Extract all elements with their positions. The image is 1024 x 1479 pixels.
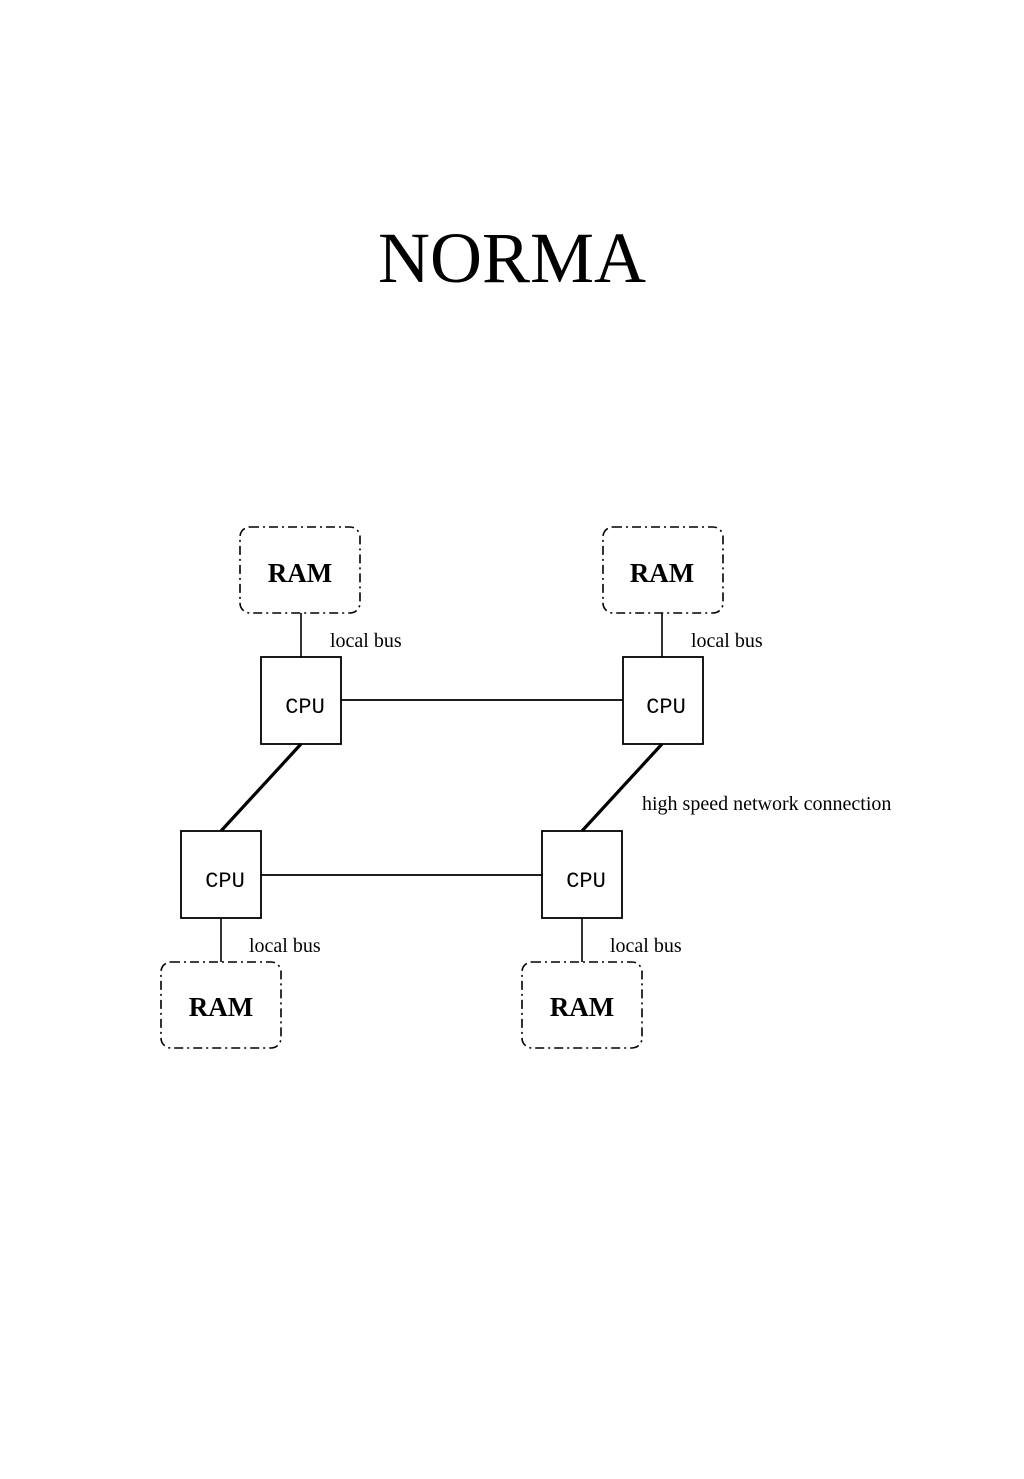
ram-box <box>521 961 643 1049</box>
node-bottom-right: CPU local bus RAM <box>521 830 682 1049</box>
ram-box <box>160 961 282 1049</box>
ram-label: RAM <box>189 992 253 1022</box>
local-bus-label: local bus <box>691 630 763 652</box>
ram-box <box>602 526 724 614</box>
cpu-label: CPU <box>285 695 325 720</box>
node-top-right: RAM local bus CPU <box>602 526 763 745</box>
ram-box <box>239 526 361 614</box>
ram-label: RAM <box>550 992 614 1022</box>
local-bus-label: local bus <box>610 935 682 957</box>
node-top-left: RAM local bus CPU <box>239 526 402 745</box>
network-link-left <box>219 742 303 833</box>
cpu-box <box>260 656 342 745</box>
ram-label: RAM <box>268 558 332 588</box>
local-bus-label: local bus <box>249 935 321 957</box>
local-bus-label: local bus <box>330 630 402 652</box>
page-title: NORMA <box>377 218 647 298</box>
network-connection-label: high speed network connection <box>642 793 891 815</box>
cpu-label: CPU <box>566 869 606 894</box>
node-bottom-left: CPU local bus RAM <box>160 830 321 1049</box>
ram-label: RAM <box>630 558 694 588</box>
cpu-box <box>180 830 262 919</box>
cpu-label: CPU <box>205 869 245 894</box>
network-link-right <box>580 742 664 833</box>
cpu-label: CPU <box>646 695 686 720</box>
